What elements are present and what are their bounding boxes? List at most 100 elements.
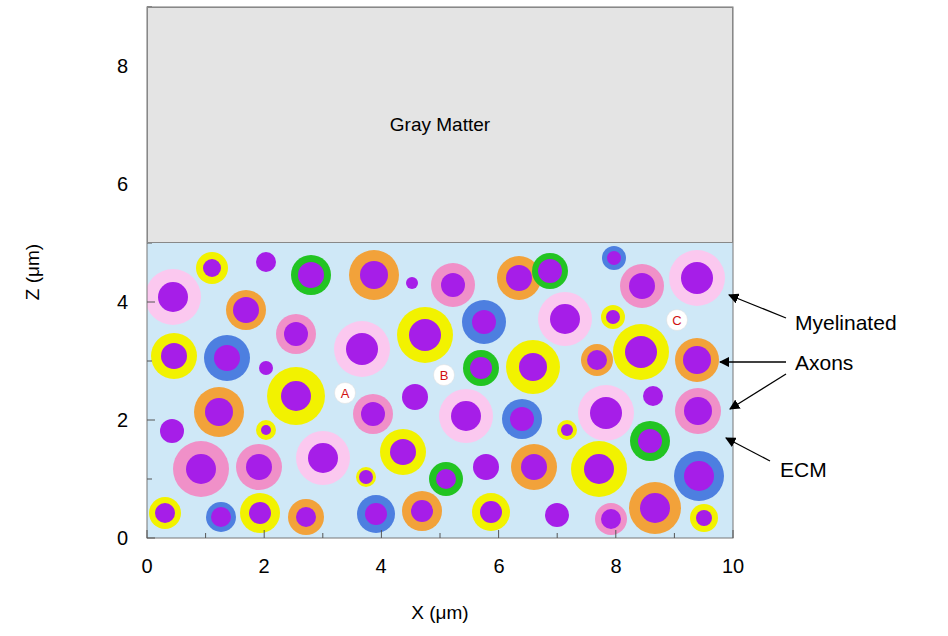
tick-label: 4 xyxy=(375,555,386,578)
myelinated-axon xyxy=(334,321,390,377)
myelin-sheath xyxy=(256,420,276,440)
axon-core xyxy=(510,407,534,431)
axon-core xyxy=(561,424,573,436)
myelinated-axon xyxy=(357,495,395,533)
tick-label: 4 xyxy=(117,291,128,314)
point-marker: B xyxy=(433,364,455,386)
axon-core xyxy=(233,297,259,323)
gray-matter-region: Gray Matter xyxy=(147,7,733,243)
myelin-sheath xyxy=(463,350,499,386)
myelinated-axon xyxy=(149,497,181,529)
myelinated-axon xyxy=(669,250,725,306)
myelin-sheath xyxy=(532,253,568,289)
myelin-sheath xyxy=(296,431,350,485)
myelin-sheath xyxy=(502,399,542,439)
axon-core xyxy=(346,333,378,365)
myelinated-axon xyxy=(674,451,724,501)
myelinated-axon xyxy=(473,454,499,480)
z-tick xyxy=(147,302,155,303)
tick-label: 2 xyxy=(258,555,269,578)
axon-core xyxy=(470,357,492,379)
axon-core xyxy=(625,336,657,368)
myelin-sheath xyxy=(397,307,453,363)
myelinated-axon xyxy=(439,389,493,443)
myelinated-axon xyxy=(675,338,719,382)
myelin-sheath xyxy=(538,292,592,346)
axon-core xyxy=(545,503,569,527)
myelinated-axon xyxy=(463,350,499,386)
axon-core xyxy=(521,454,547,480)
myelinated-axon xyxy=(557,420,577,440)
axon-core xyxy=(643,386,663,406)
axon-core xyxy=(584,454,614,484)
myelin-sheath xyxy=(334,321,390,377)
axis-title: X (μm) xyxy=(411,602,468,624)
myelin-sheath xyxy=(431,263,475,307)
myelin-sheath xyxy=(196,252,228,284)
axon-core xyxy=(155,503,175,523)
myelin-sheath xyxy=(288,499,324,535)
x-tick xyxy=(674,533,675,538)
myelinated-axon xyxy=(349,250,399,300)
axon-core xyxy=(696,510,712,526)
myelinated-axon xyxy=(511,444,557,490)
myelinated-axon xyxy=(545,503,569,527)
myelinated-axon xyxy=(226,290,266,330)
myelinated-axon xyxy=(690,504,718,532)
myelinated-axon xyxy=(431,263,475,307)
myelinated-axon xyxy=(397,307,453,363)
myelin-sheath xyxy=(571,441,627,497)
leader-arrow xyxy=(730,374,786,409)
myelin-sheath xyxy=(380,429,426,475)
myelinated-axon xyxy=(256,420,276,440)
axon-core xyxy=(607,251,621,265)
myelin-sheath xyxy=(462,300,506,344)
myelinated-axon xyxy=(601,305,625,329)
myelinated-axon xyxy=(578,385,634,441)
tick-label: 0 xyxy=(141,555,152,578)
axon-core xyxy=(606,310,620,324)
leader-arrow xyxy=(720,361,786,362)
axon-core xyxy=(160,419,184,443)
myelinated-axon xyxy=(402,384,428,410)
axon-core xyxy=(473,454,499,480)
myelin-sheath xyxy=(675,388,721,434)
myelin-sheath xyxy=(349,250,399,300)
myelinated-axon xyxy=(173,441,229,497)
axon-group xyxy=(147,246,725,535)
myelin-sheath xyxy=(356,467,376,487)
axes xyxy=(147,7,733,538)
axon-core xyxy=(296,507,316,527)
point-letter: C xyxy=(672,313,681,328)
myelin-sheath xyxy=(613,324,669,380)
axon-core xyxy=(441,273,465,297)
axon-core xyxy=(158,282,188,312)
point-marker: C xyxy=(666,309,688,331)
myelinated-axon xyxy=(406,277,418,289)
myelin-sheath xyxy=(439,389,493,443)
myelin-sheath xyxy=(226,290,266,330)
myelin-sheath xyxy=(511,444,557,490)
axon-core xyxy=(161,343,187,369)
myelinated-axon xyxy=(296,431,350,485)
myelinated-axon xyxy=(353,394,393,434)
myelinated-axon xyxy=(160,419,184,443)
axon-core xyxy=(359,470,373,484)
myelin-sheath xyxy=(291,255,331,295)
myelin-sheath xyxy=(173,441,229,497)
myelin-sheath xyxy=(602,246,626,270)
myelinated-axon xyxy=(571,441,627,497)
x-tick xyxy=(733,530,734,538)
axon-core xyxy=(587,350,607,370)
axon-core xyxy=(538,259,562,283)
myelinated-axon xyxy=(402,491,442,531)
myelin-sheath xyxy=(149,497,181,529)
myelinated-axon xyxy=(630,421,670,461)
axon-core xyxy=(601,509,621,529)
axon-core xyxy=(684,461,714,491)
tick-label: 2 xyxy=(117,409,128,432)
myelinated-axon xyxy=(147,269,201,325)
marker-disc xyxy=(667,310,688,331)
axon-core xyxy=(259,361,273,375)
